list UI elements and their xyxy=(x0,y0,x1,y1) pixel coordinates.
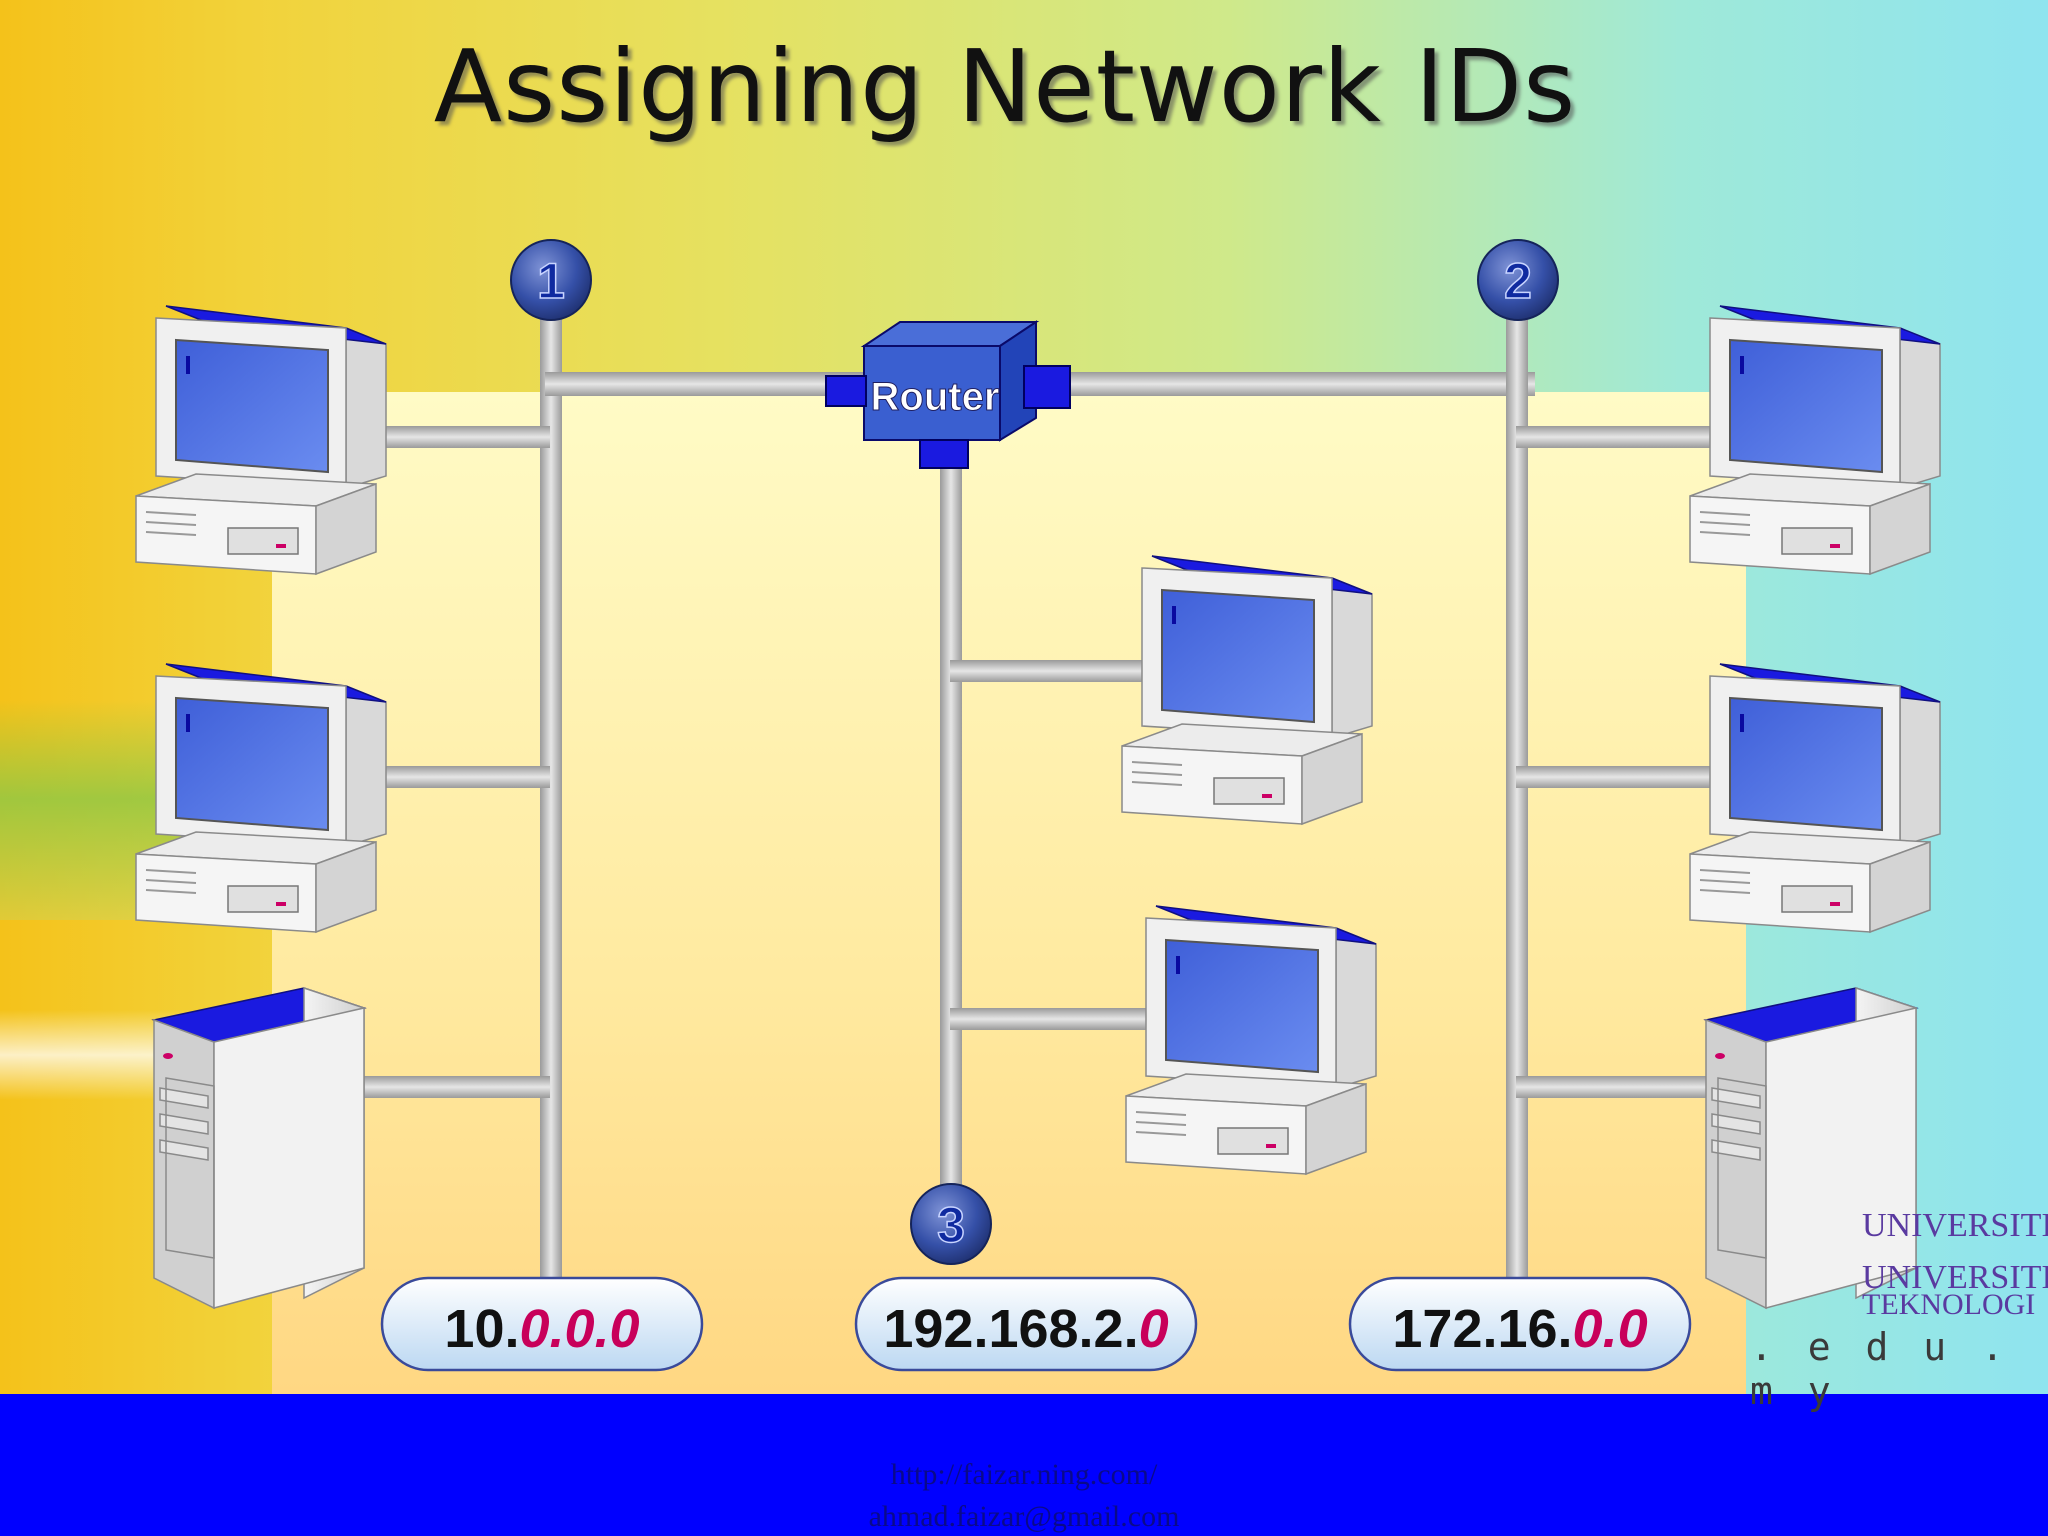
domain-text: . e d u . m y xyxy=(1750,1325,2010,1413)
network-cabling xyxy=(340,318,1716,1280)
network-id-label-2: 172.16.0.0 xyxy=(1348,1276,1692,1372)
computer-icon xyxy=(135,663,387,933)
footer-email[interactable]: ahmad.faizar@gmail.com xyxy=(868,1500,1180,1533)
network-badge-1: 1 xyxy=(510,239,592,321)
computer-icon xyxy=(1121,555,1373,825)
router: Router xyxy=(825,320,1071,469)
svg-text:UNIVERSITI: UNIVERSITI xyxy=(1862,1207,2048,1244)
computer-icon xyxy=(1689,663,1941,933)
computer-icon xyxy=(1125,905,1377,1175)
network-id-label-1: 10.0.0.0 xyxy=(380,1276,704,1372)
university-logo: UNIVERSITI UNIVERSITI TEKNOLOGI xyxy=(1862,1207,2048,1321)
svg-text:TEKNOLOGI: TEKNOLOGI xyxy=(1862,1288,2035,1321)
footer-url[interactable]: http://faizar.ning.com/ xyxy=(890,1458,1158,1491)
svg-text:1: 1 xyxy=(537,253,565,309)
computer-icon xyxy=(1689,305,1941,575)
slide-title: Assigning Network IDs xyxy=(433,28,1577,145)
server-icon xyxy=(153,987,365,1309)
network-badge-3: 3 xyxy=(910,1183,992,1265)
svg-text:10.0.0.0: 10.0.0.0 xyxy=(444,1299,639,1359)
router-label: Router xyxy=(871,375,1000,419)
svg-text:3: 3 xyxy=(937,1197,965,1253)
footer-bar xyxy=(0,1394,2048,1536)
svg-text:UNIVERSITI: UNIVERSITI xyxy=(1862,1259,2048,1296)
network-badge-2: 2 xyxy=(1477,239,1559,321)
svg-text:172.16.0.0: 172.16.0.0 xyxy=(1392,1299,1647,1359)
svg-text:2: 2 xyxy=(1504,253,1532,309)
svg-text:192.168.2.0: 192.168.2.0 xyxy=(883,1299,1168,1359)
network-id-label-3: 192.168.2.0 xyxy=(854,1276,1198,1372)
computer-icon xyxy=(135,305,387,575)
